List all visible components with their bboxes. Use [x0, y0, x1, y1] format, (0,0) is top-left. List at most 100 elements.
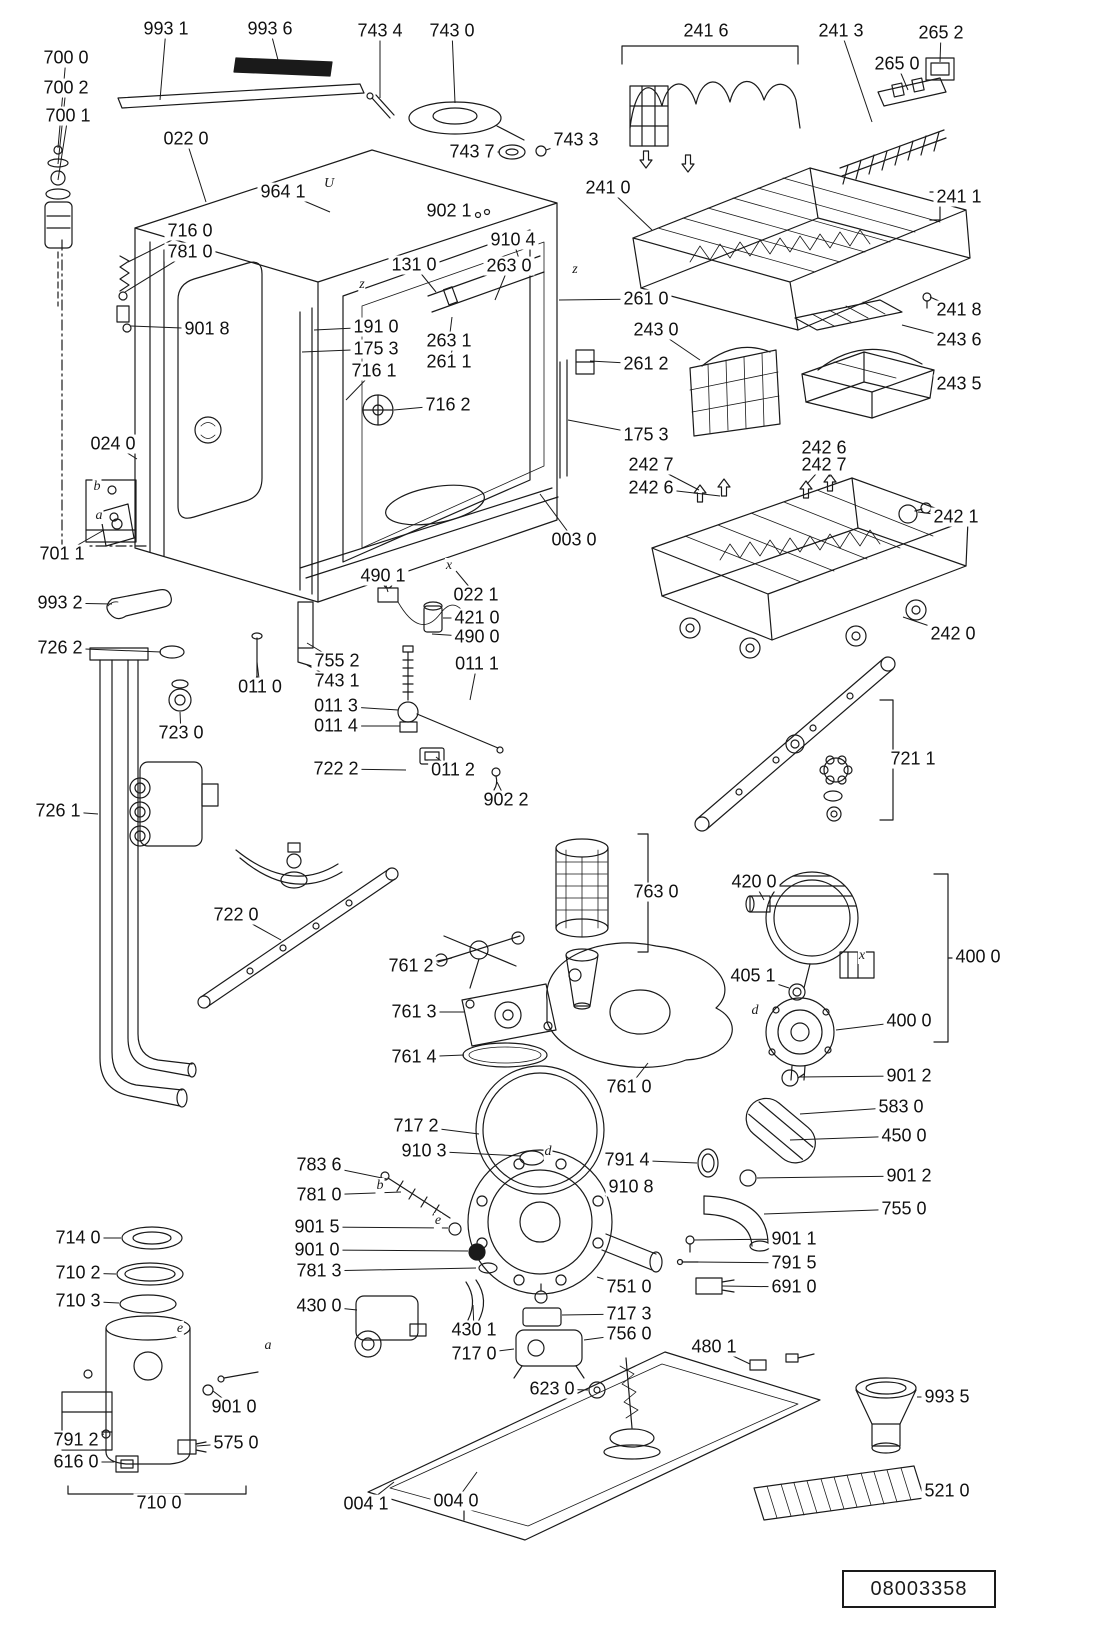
part-label-743-1: 743 1	[311, 671, 363, 691]
leader-line	[57, 87, 67, 165]
ref-marker-a: a	[94, 508, 104, 524]
part-label-022-0: 022 0	[160, 129, 212, 149]
part-label-902-1: 902 1	[423, 201, 475, 221]
part-label-726-2: 726 2	[34, 638, 86, 658]
part-label-004-1: 004 1	[340, 1494, 392, 1514]
ref-marker-e: e	[433, 1213, 443, 1229]
part-label-910-8: 910 8	[605, 1177, 657, 1197]
tablet-basket	[801, 348, 935, 419]
part-label-263-1: 263 1	[423, 331, 475, 351]
part-label-400-0: 400 0	[883, 1011, 935, 1031]
part-label-714-0: 714 0	[52, 1228, 104, 1248]
part-label-022-1: 022 1	[450, 585, 502, 605]
sump-distributor	[380, 931, 733, 1295]
part-label-521-0: 521 0	[921, 1481, 973, 1501]
part-label-761-4: 761 4	[388, 1047, 440, 1067]
top-trim-parts	[117, 57, 547, 219]
part-label-243-0: 243 0	[630, 320, 682, 340]
document-number-box: 08003358	[842, 1570, 996, 1608]
wrench	[106, 589, 172, 620]
part-label-901-2: 901 2	[883, 1166, 935, 1186]
part-label-743-7: 743 7	[446, 142, 498, 162]
inlet-unit	[513, 1283, 585, 1379]
door-bracket	[99, 503, 135, 547]
leader-line	[451, 30, 456, 104]
part-label-710-2: 710 2	[52, 1263, 104, 1283]
part-label-717-3: 717 3	[603, 1304, 655, 1324]
part-label-751-0: 751 0	[603, 1277, 655, 1297]
cutlery-tray	[794, 299, 903, 331]
part-label-011-2: 011 2	[428, 760, 478, 780]
part-label-726-1: 726 1	[32, 801, 84, 821]
part-label-490-1: 490 1	[357, 566, 409, 586]
part-label-243-5: 243 5	[933, 374, 985, 394]
spray-arm-upper	[694, 656, 901, 832]
part-label-791-2: 791 2	[50, 1430, 102, 1450]
upper-basket	[632, 167, 971, 331]
part-label-011-3: 011 3	[311, 696, 361, 716]
part-label-901-2: 901 2	[883, 1066, 935, 1086]
part-label-743-0: 743 0	[426, 21, 478, 41]
part-label-781-0: 781 0	[293, 1185, 345, 1205]
part-label-623-0: 623 0	[526, 1379, 578, 1399]
part-label-901-8: 901 8	[181, 319, 233, 339]
part-label-993-5: 993 5	[921, 1387, 973, 1407]
part-label-781-3: 781 3	[293, 1261, 345, 1281]
part-label-191-0: 191 0	[350, 317, 402, 337]
part-label-261-1: 261 1	[423, 352, 475, 372]
water-softener	[61, 1226, 259, 1495]
part-label-755-2: 755 2	[311, 651, 363, 671]
upper-rack-accessories	[839, 57, 955, 185]
part-label-575-0: 575 0	[210, 1433, 262, 1453]
part-label-993-2: 993 2	[34, 593, 86, 613]
part-label-242-6: 242 6	[625, 478, 677, 498]
part-label-261-0: 261 0	[620, 289, 672, 309]
part-label-700-0: 700 0	[40, 48, 92, 68]
part-label-722-0: 722 0	[210, 905, 262, 925]
part-label-700-2: 700 2	[40, 78, 92, 98]
part-label-993-6: 993 6	[244, 19, 296, 39]
ref-marker-b: b	[375, 1178, 385, 1194]
drain-grid	[753, 1465, 925, 1521]
part-label-175-3: 175 3	[620, 425, 672, 445]
part-label-717-2: 717 2	[390, 1116, 442, 1136]
document-number: 08003358	[870, 1577, 968, 1600]
part-label-003-0: 003 0	[548, 530, 600, 550]
part-label-716-1: 716 1	[348, 361, 400, 381]
feed-pipes	[89, 645, 219, 1108]
part-label-004-0: 004 0	[430, 1491, 482, 1511]
part-label-791-4: 791 4	[601, 1150, 653, 1170]
part-label-902-2: 902 2	[480, 790, 532, 810]
part-label-131-0: 131 0	[388, 255, 440, 275]
part-label-701-1: 701 1	[36, 544, 88, 564]
part-label-761-3: 761 3	[388, 1002, 440, 1022]
part-label-175-3: 175 3	[350, 339, 402, 359]
part-label-901-0: 901 0	[291, 1240, 343, 1260]
part-label-241-3: 241 3	[815, 21, 867, 41]
leader-line	[185, 138, 207, 203]
part-label-910-3: 910 3	[398, 1141, 450, 1161]
part-label-722-2: 722 2	[310, 759, 362, 779]
leader-line	[159, 28, 167, 101]
part-label-241-0: 241 0	[582, 178, 634, 198]
part-label-241-1: 241 1	[933, 187, 985, 207]
part-label-791-5: 791 5	[768, 1253, 820, 1273]
ref-marker-d: d	[750, 1003, 760, 1019]
part-label-242-6: 242 6	[798, 438, 850, 458]
part-label-723-0: 723 0	[155, 723, 207, 743]
part-label-430-0: 430 0	[293, 1296, 345, 1316]
part-label-716-2: 716 2	[422, 395, 474, 415]
part-label-480-1: 480 1	[688, 1337, 740, 1357]
part-label-743-4: 743 4	[354, 21, 406, 41]
part-label-743-3: 743 3	[550, 130, 602, 150]
ref-marker-e: e	[175, 1321, 185, 1337]
part-label-691-0: 691 0	[768, 1277, 820, 1297]
part-label-716-0: 716 0	[164, 221, 216, 241]
part-label-901-5: 901 5	[291, 1217, 343, 1237]
part-label-265-0: 265 0	[871, 54, 923, 74]
part-label-717-0: 717 0	[448, 1344, 500, 1364]
ref-marker-x: x	[857, 948, 867, 964]
part-label-993-1: 993 1	[140, 19, 192, 39]
